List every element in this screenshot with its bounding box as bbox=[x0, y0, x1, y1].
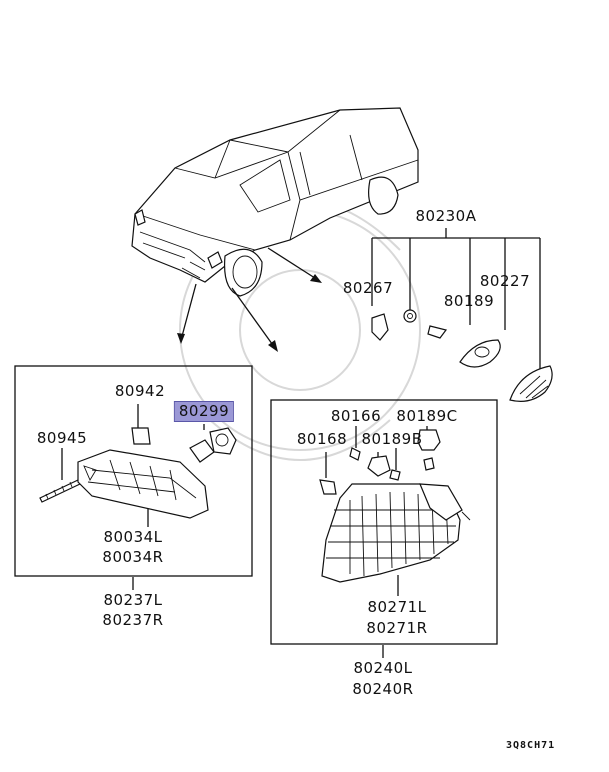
part-label-80230A[interactable]: 80230A bbox=[415, 207, 477, 225]
front-corner-lamp-box bbox=[270, 399, 498, 658]
part-label-80168[interactable]: 80168 bbox=[296, 430, 348, 448]
part-label-80299-highlighted[interactable]: 80299 bbox=[173, 401, 235, 422]
part-label-80189C[interactable]: 80189C bbox=[396, 407, 458, 425]
part-label-80942[interactable]: 80942 bbox=[114, 382, 166, 400]
part-label-80189[interactable]: 80189 bbox=[443, 292, 495, 310]
part-label-80034R[interactable]: 80034R bbox=[102, 548, 164, 566]
part-label-80237R[interactable]: 80237R bbox=[102, 611, 164, 629]
part-label-80227[interactable]: 80227 bbox=[479, 272, 531, 290]
part-label-80189B[interactable]: 80189B bbox=[361, 430, 423, 448]
part-label-80034L[interactable]: 80034L bbox=[103, 528, 163, 546]
part-label-80240R[interactable]: 80240R bbox=[352, 680, 414, 698]
part-label-80240L[interactable]: 80240L bbox=[353, 659, 413, 677]
part-label-80267[interactable]: 80267 bbox=[342, 279, 394, 297]
part-label-80166[interactable]: 80166 bbox=[330, 407, 382, 425]
front-turn-signal-box bbox=[14, 365, 253, 590]
part-label-80271L[interactable]: 80271L bbox=[367, 598, 427, 616]
part-label-80945[interactable]: 80945 bbox=[36, 429, 88, 447]
part-label-80271R[interactable]: 80271R bbox=[366, 619, 428, 637]
callout-arrows bbox=[177, 247, 322, 352]
vehicle-illustration bbox=[131, 107, 419, 297]
diagram-code: 3Q8CH71 bbox=[506, 740, 556, 751]
side-marker-group bbox=[371, 228, 553, 402]
part-label-80237L[interactable]: 80237L bbox=[103, 591, 163, 609]
